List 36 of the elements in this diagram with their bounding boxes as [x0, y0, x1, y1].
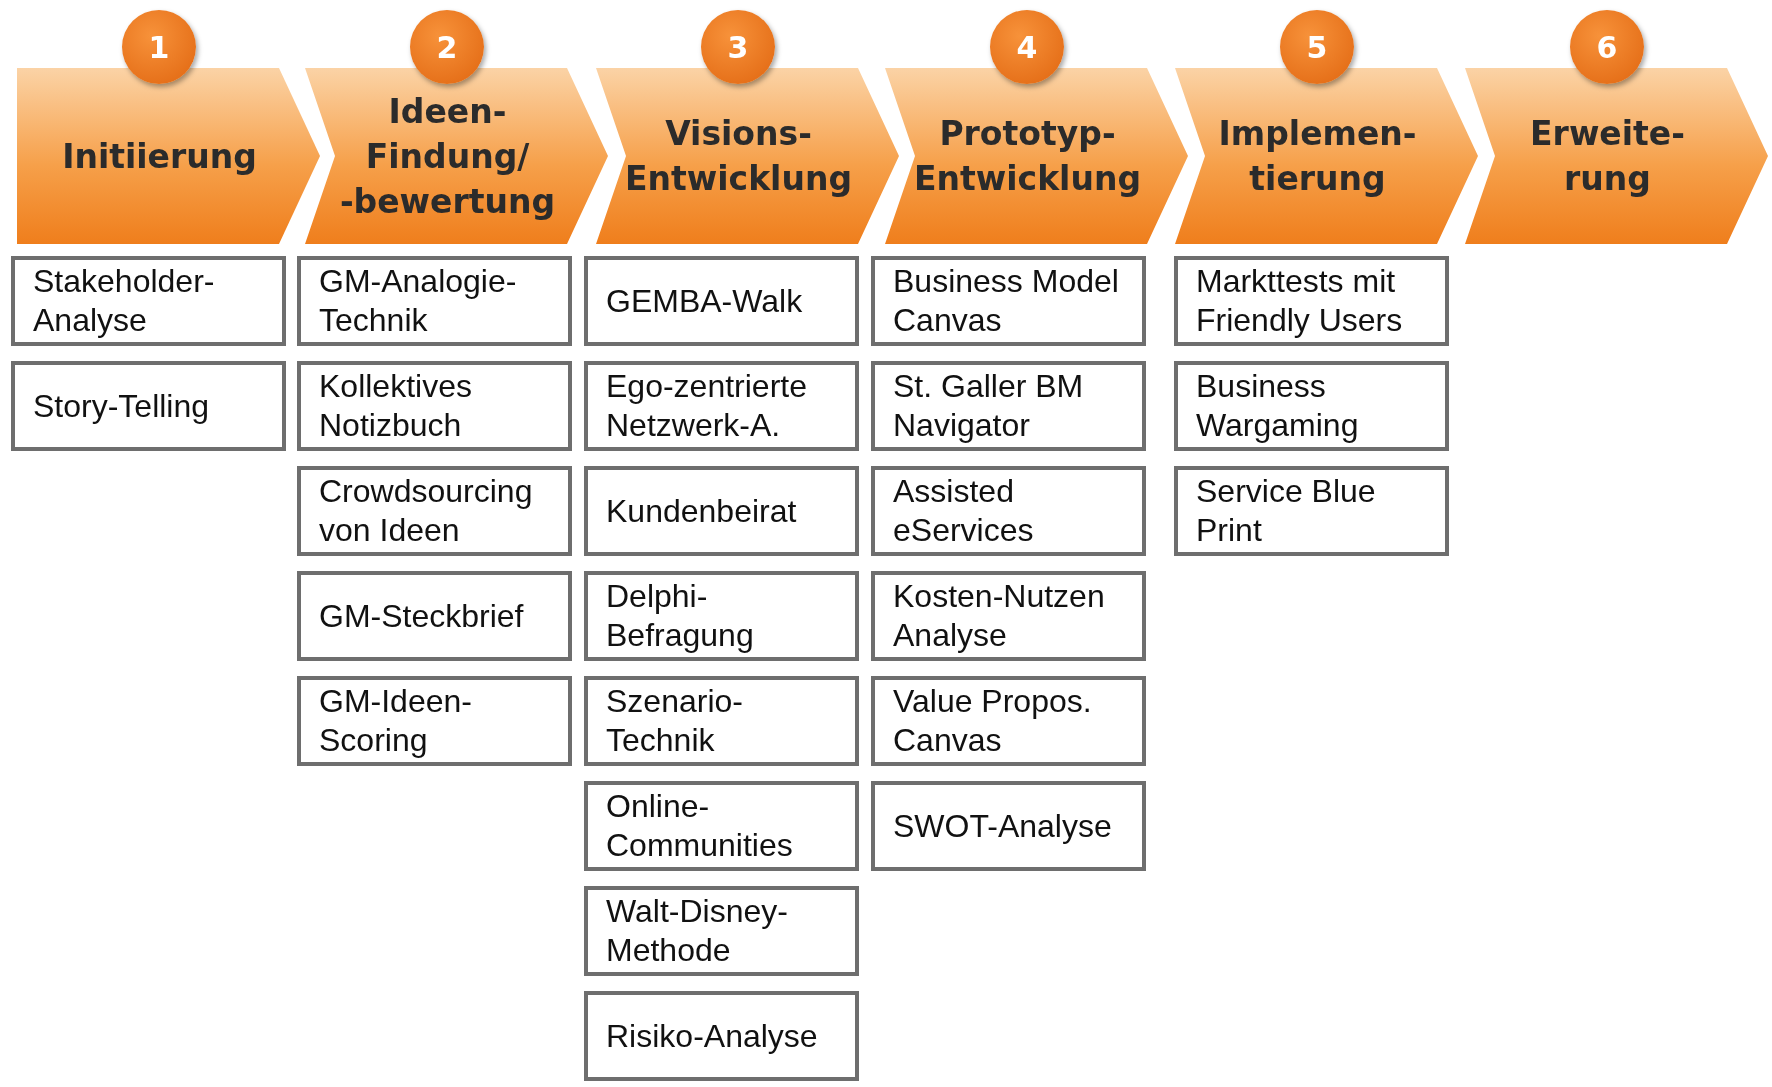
method-box: St. Galler BM Navigator: [871, 361, 1146, 451]
method-box: Online-Communities: [584, 781, 859, 871]
method-box: Business Wargaming: [1174, 361, 1449, 451]
method-box: Kosten-Nutzen Analyse: [871, 571, 1146, 661]
step-number-circle: 5: [1280, 10, 1354, 84]
method-box: GM-Ideen-Scoring: [297, 676, 572, 766]
method-box: GM-Steckbrief: [297, 571, 572, 661]
method-box: Assisted eServices: [871, 466, 1146, 556]
method-box: Story-Telling: [11, 361, 286, 451]
phase-header: Ideen-Findung/ -bewertung: [305, 68, 610, 244]
phase-header: Erweite-rung: [1465, 68, 1770, 244]
phase-header: Implemen-tierung: [1175, 68, 1480, 244]
phase-header: Initiierung: [17, 68, 322, 244]
method-box: SWOT-Analyse: [871, 781, 1146, 871]
method-box: Crowdsourcing von Ideen: [297, 466, 572, 556]
method-box: Walt-Disney-Methode: [584, 886, 859, 976]
method-box: Kollektives Notizbuch: [297, 361, 572, 451]
method-box: Kundenbeirat: [584, 466, 859, 556]
method-box: GM-Analogie-Technik: [297, 256, 572, 346]
phase-header: Prototyp-Entwicklung: [885, 68, 1190, 244]
method-box: Szenario-Technik: [584, 676, 859, 766]
phase-header: Visions-Entwicklung: [596, 68, 901, 244]
step-number-circle: 3: [701, 10, 775, 84]
step-number-circle: 4: [990, 10, 1064, 84]
step-number-circle: 1: [122, 10, 196, 84]
method-box: Risiko-Analyse: [584, 991, 859, 1081]
method-box: Service Blue Print: [1174, 466, 1449, 556]
step-number-circle: 6: [1570, 10, 1644, 84]
method-box: GEMBA-Walk: [584, 256, 859, 346]
method-box: Stakeholder-Analyse: [11, 256, 286, 346]
method-box: Markttests mit Friendly Users: [1174, 256, 1449, 346]
method-box: Business Model Canvas: [871, 256, 1146, 346]
method-box: Delphi-Befragung: [584, 571, 859, 661]
step-number-circle: 2: [410, 10, 484, 84]
method-box: Value Propos. Canvas: [871, 676, 1146, 766]
method-box: Ego-zentrierte Netzwerk-A.: [584, 361, 859, 451]
